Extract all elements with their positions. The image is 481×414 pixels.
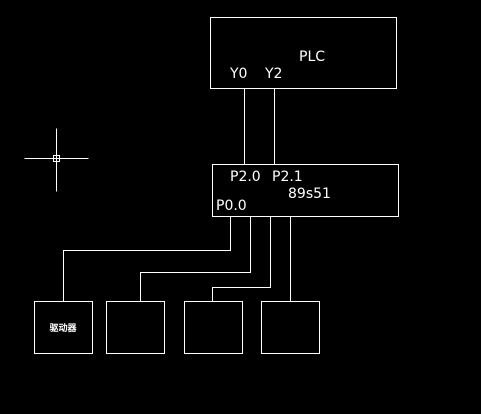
mcu-block[interactable]: P2.0 P2.1 89s51 P0.0 xyxy=(212,164,399,217)
driver-box-4-frame xyxy=(261,301,320,354)
mcu-box xyxy=(212,164,399,217)
mcu-model: 89s51 xyxy=(288,186,331,202)
mcu-port-p20: P2.0 xyxy=(230,169,261,185)
mcu-port-p21: P2.1 xyxy=(272,169,303,185)
crosshair-cursor-icon xyxy=(24,128,89,192)
driver-box-1-label: 驱动器 xyxy=(49,323,77,334)
plc-port-y0: Y0 xyxy=(229,66,247,82)
plc-port-y2: Y2 xyxy=(264,66,282,82)
driver-box-2[interactable] xyxy=(106,301,165,354)
crosshair-pickbox xyxy=(53,155,60,162)
mcu-port-p00: P0.0 xyxy=(216,198,247,214)
driver-box-3-frame xyxy=(184,301,243,354)
wire-mcu-to-box-3 xyxy=(212,216,271,302)
plc-block[interactable]: PLC Y0 Y2 xyxy=(210,17,397,89)
plc-title: PLC xyxy=(299,49,325,65)
driver-box-1-frame xyxy=(34,301,93,354)
wire-mcu-to-box-1 xyxy=(63,216,231,302)
driver-box-2-frame xyxy=(106,301,165,354)
driver-box-4[interactable] xyxy=(261,301,320,354)
driver-box-1[interactable]: 驱动器 xyxy=(34,301,93,354)
plc-box xyxy=(210,17,397,89)
wire-mcu-to-box-2 xyxy=(140,216,251,302)
driver-box-3[interactable] xyxy=(184,301,243,354)
